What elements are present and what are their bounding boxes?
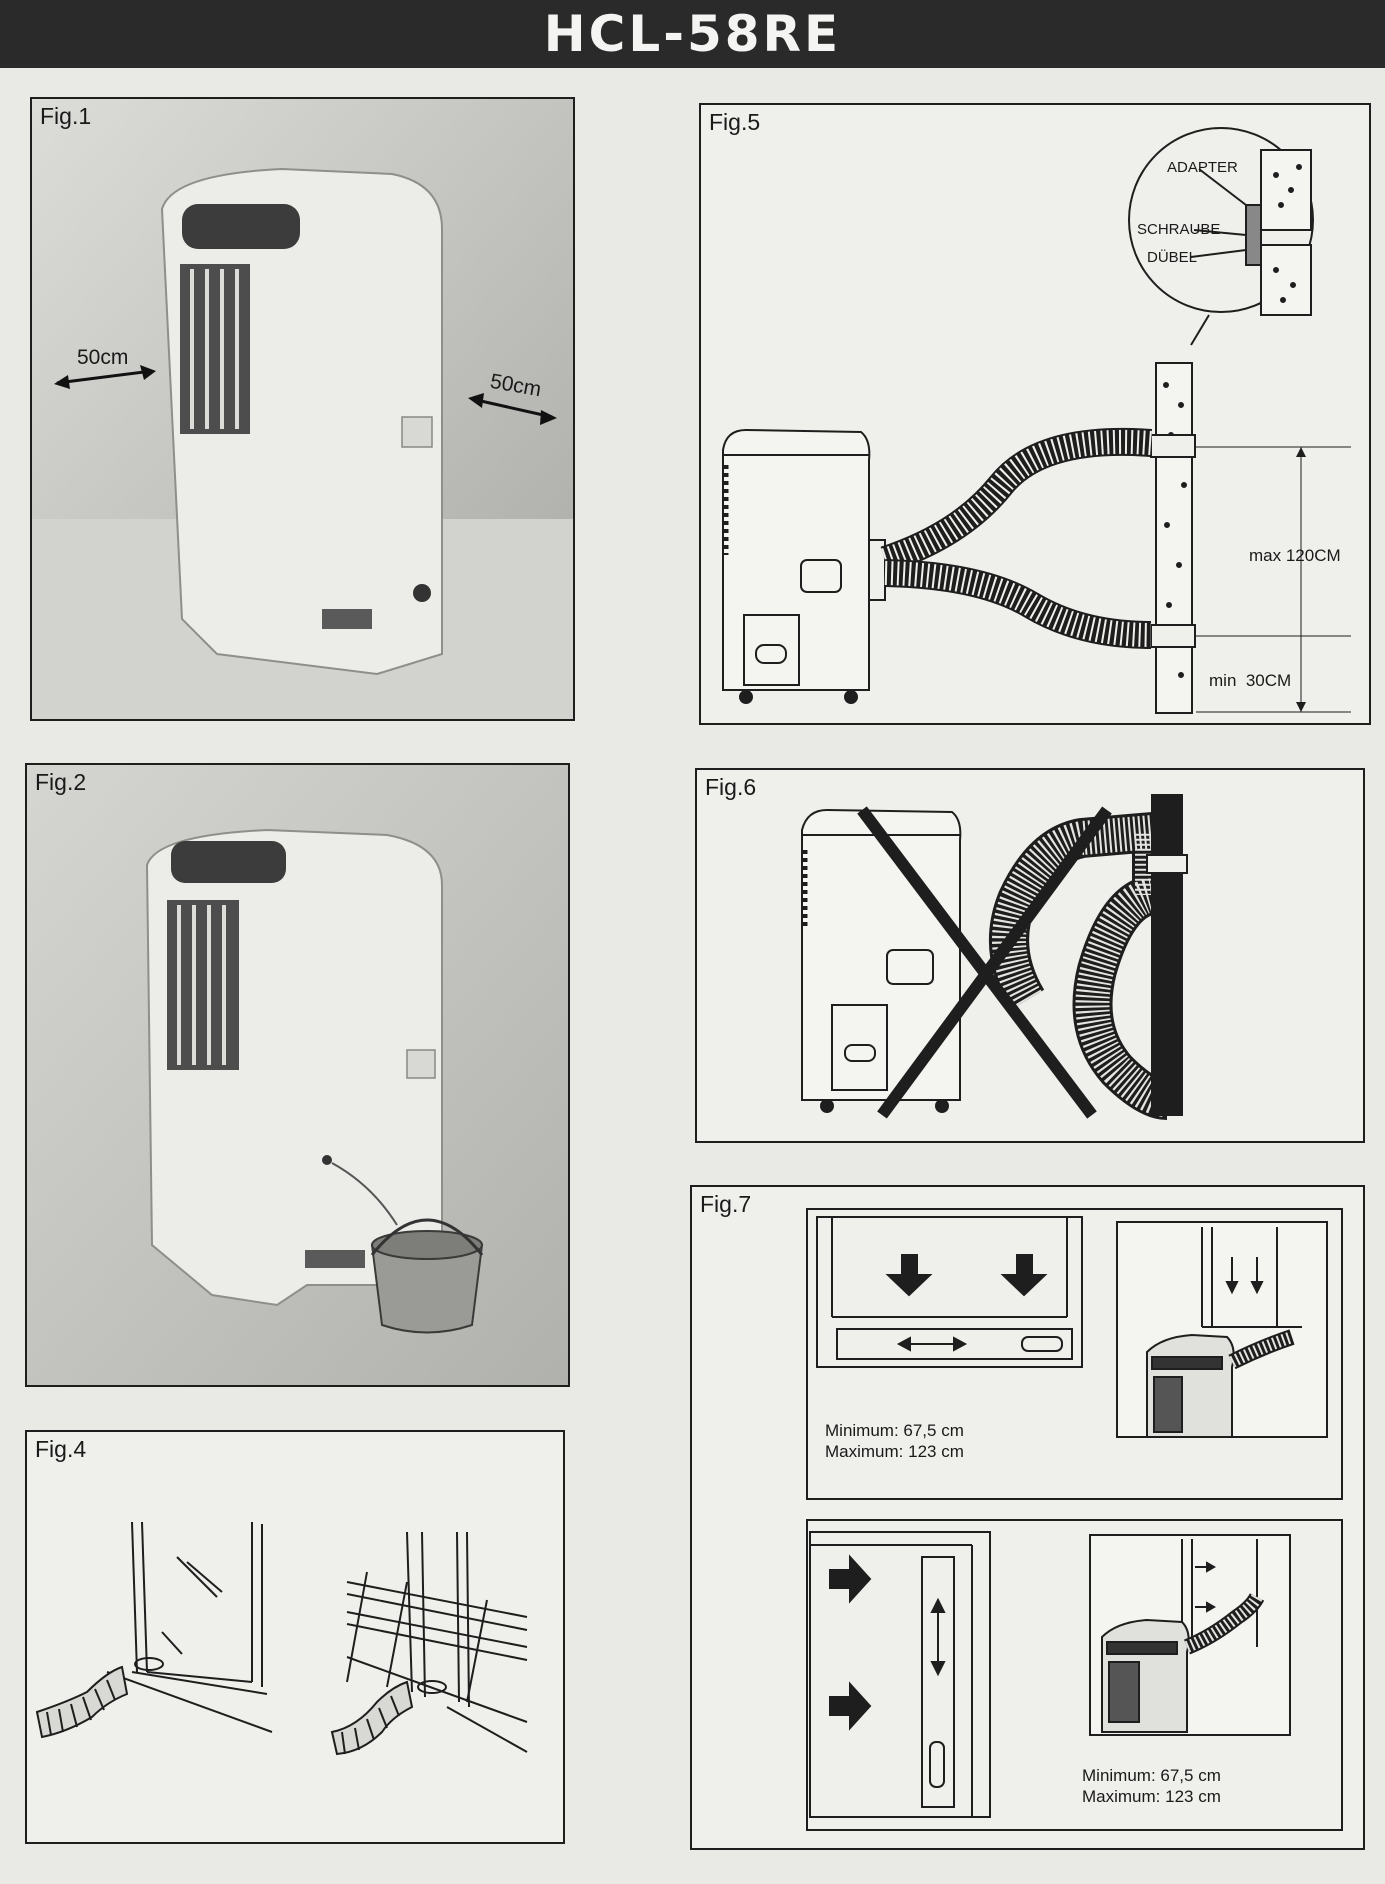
figure-5: Fig.5 [699,103,1371,725]
model-title: HCL-58RE [543,5,842,63]
figure-7: Fig.7 [690,1185,1365,1850]
figure-5-drawing [722,127,1351,714]
control-panel [171,841,286,883]
wall-section [1155,362,1193,714]
figure-2: Fig.2 [25,763,570,1387]
figure-1: Fig.1 50cm 50cm [30,97,575,721]
figure-1-drawing [32,99,573,719]
panel-a-minimum: Minimum: 67,5 cm [825,1421,964,1440]
unit-side-view [722,428,871,691]
figure-5-label: Fig.5 [709,109,761,135]
duebel-label: DÜBEL [1147,249,1198,266]
drain-bucket [370,1244,484,1334]
schraube-label: SCHRAUBE [1137,221,1221,238]
left-clearance-arrow [56,369,153,385]
panel-a-maximum: Maximum: 123 cm [825,1442,964,1461]
figure-4-label: Fig.4 [35,1436,87,1462]
panel-b-maximum: Maximum: 123 cm [1082,1787,1221,1806]
adapter-label: ADAPTER [1167,159,1238,176]
cross-mark [857,806,1097,1119]
min-height-label: min 30CM [1209,671,1292,690]
figure-6-label: Fig.6 [705,774,757,800]
figure-6-drawing [801,794,1188,1120]
left-clearance-label: 50cm [77,346,129,369]
figure-2-label: Fig.2 [35,769,87,795]
unit-side-view [801,808,962,1101]
max-height-label: max 120CM [1249,546,1341,565]
control-panel [182,204,300,249]
right-clearance-arrow [471,397,553,419]
page-header: HCL-58RE [0,0,1385,68]
figure-7-drawing [806,1208,1343,1831]
figure-4-drawing [35,1521,528,1756]
figure-2-drawing [27,765,568,1385]
figure-4: Fig.4 [25,1430,565,1844]
panel-b-minimum: Minimum: 67,5 cm [1082,1766,1221,1785]
wall-section [1151,794,1183,1116]
figure-1-label: Fig.1 [40,103,92,129]
figure-6: Fig.6 [695,768,1365,1143]
figure-7-label: Fig.7 [700,1191,752,1217]
